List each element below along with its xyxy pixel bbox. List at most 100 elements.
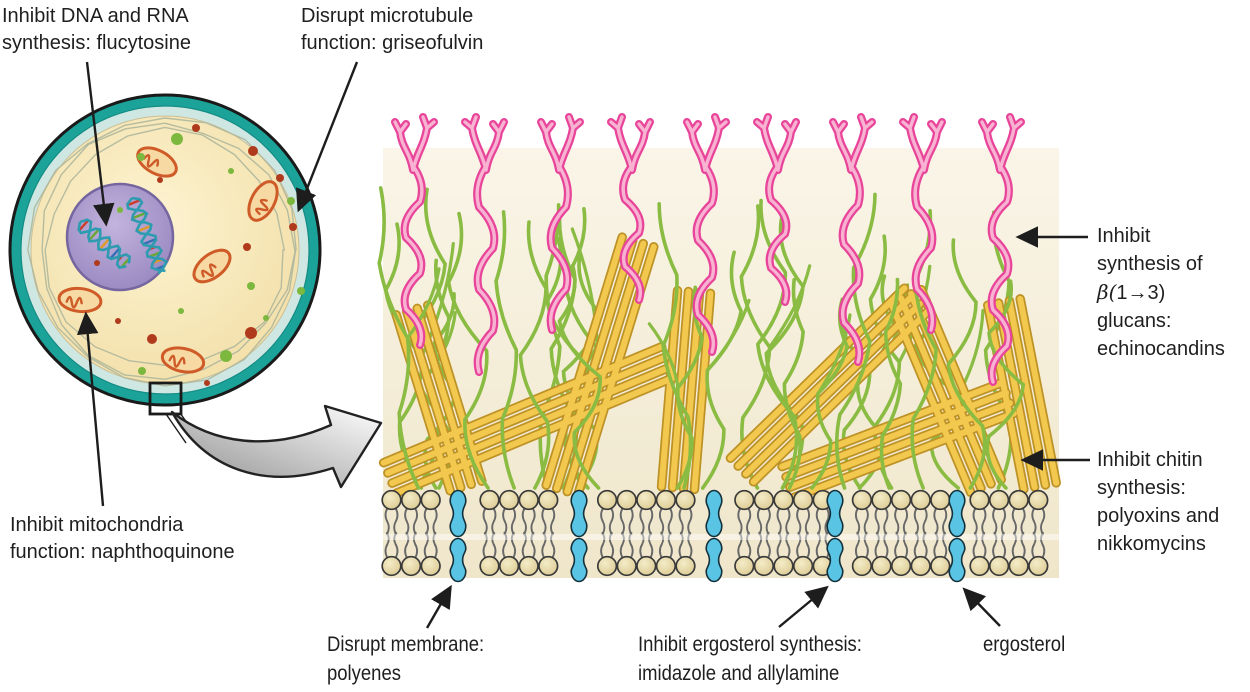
label-ergosterol-synthesis: Inhibit ergosterol synthesis: imidazole … xyxy=(638,630,862,688)
mannoprotein-highlight xyxy=(980,115,1023,384)
ergosterol-molecule xyxy=(948,537,966,583)
chitin-rod xyxy=(897,295,984,492)
lipid-tail xyxy=(521,531,536,559)
lipid-head xyxy=(930,555,951,577)
lipid-tail xyxy=(1031,531,1046,559)
mannoprotein-highlight xyxy=(685,115,728,354)
arrow-polyenes xyxy=(425,584,452,629)
label-ergosterol: ergosterol xyxy=(983,630,1065,659)
lipid-head xyxy=(1028,489,1049,511)
granule-red xyxy=(243,243,251,251)
lipid-head xyxy=(871,555,892,577)
mannoprotein-highlight xyxy=(609,115,652,302)
lipid-head xyxy=(479,555,500,577)
lipid-head xyxy=(1028,555,1049,577)
label-line: Inhibit DNA and RNA xyxy=(2,5,189,27)
lipid-head xyxy=(616,489,637,511)
lipid-head xyxy=(1008,489,1029,511)
lipid-head xyxy=(400,555,422,577)
granule-red xyxy=(157,177,163,183)
glucan-strand xyxy=(834,192,877,490)
label-line: Inhibit chitin xyxy=(1097,449,1203,471)
dna-rung xyxy=(109,247,121,259)
lipid-tail xyxy=(796,531,811,559)
chitin-rod xyxy=(389,364,674,487)
nucleus xyxy=(65,182,175,292)
lipid-head xyxy=(773,489,794,511)
lipid-head xyxy=(851,489,873,511)
dna-rung xyxy=(143,238,156,246)
lipid-tail xyxy=(913,507,928,536)
dna-rung xyxy=(88,228,100,241)
label-naphthoquinone: Inhibit mitochondria function: naphthoqu… xyxy=(10,512,235,566)
lipid-tail xyxy=(658,507,673,536)
ergosterol-molecule xyxy=(705,489,723,538)
dna-helices xyxy=(77,196,168,275)
label-line: polyoxins and xyxy=(1097,505,1220,527)
label-line: polyenes xyxy=(327,662,401,685)
lipid-head xyxy=(518,555,539,577)
microtubule-ring xyxy=(27,117,297,387)
label-flucytosine: Inhibit DNA and RNA synthesis: flucytosi… xyxy=(2,3,191,57)
magnifier-square xyxy=(148,381,183,416)
chitin-microfibrils xyxy=(378,232,1061,503)
arrow-griseofulvin xyxy=(296,61,359,213)
lipid-head xyxy=(538,555,559,577)
arrow-ergosterol-synthesis xyxy=(778,585,829,628)
lipid-tail xyxy=(384,507,399,536)
lipid-tail xyxy=(404,507,419,536)
lipid-tail xyxy=(737,507,752,536)
granule-red xyxy=(94,260,100,266)
dna-helix xyxy=(77,218,131,270)
label-line: β(1→3) xyxy=(1097,280,1166,304)
label-line: Disrupt microtubule xyxy=(301,5,474,27)
chitin-rod xyxy=(887,299,974,496)
chitin-rod xyxy=(783,389,1010,480)
mitochondrion xyxy=(136,146,178,178)
glucan-strand xyxy=(557,263,602,490)
dna-rung xyxy=(127,199,141,207)
lipid-head xyxy=(596,489,618,511)
granule-red xyxy=(115,318,121,324)
lipid-head xyxy=(420,489,441,511)
chitin-rod xyxy=(380,343,665,466)
granule-green xyxy=(220,350,232,362)
lipid-tail xyxy=(384,531,399,559)
label-line: synthesis: xyxy=(1097,477,1186,499)
lipid-tail xyxy=(992,507,1007,536)
chitin-rod xyxy=(384,353,669,476)
granule-green xyxy=(287,197,295,205)
label-line: synthesis of xyxy=(1097,253,1203,275)
lipid-tail xyxy=(600,531,615,559)
lipid-head xyxy=(988,555,1010,577)
lipid-tail xyxy=(756,531,771,559)
lipid-tail xyxy=(776,531,791,559)
cell-wall-detail-panel xyxy=(377,113,1061,583)
glucan-branch xyxy=(647,322,680,390)
glucan-strand xyxy=(946,238,987,490)
mannoprotein-highlight xyxy=(463,115,506,374)
mannoprotein-highlight xyxy=(755,115,798,304)
dna-rung xyxy=(137,224,152,233)
glucan-branch xyxy=(705,298,751,372)
lipid-tail xyxy=(933,507,948,536)
lipid-tail xyxy=(1011,507,1026,536)
label-echinocandins: Inhibit synthesis of β(1→3) glucans: ech… xyxy=(1097,222,1225,363)
lipid-head xyxy=(538,489,559,511)
label-line: function: naphthoquinone xyxy=(10,541,235,563)
arrow-flucytosine xyxy=(85,61,115,227)
chitin-rod xyxy=(779,379,1006,470)
lipid-tail xyxy=(482,507,497,536)
microtubule-squiggles xyxy=(27,117,297,387)
ergosterol-molecule xyxy=(570,537,588,583)
glucan-strand xyxy=(879,277,903,490)
glucan-branch xyxy=(406,267,441,340)
label-line: synthesis: flucytosine xyxy=(2,32,191,54)
lipid-tail xyxy=(913,531,928,559)
lipid-head xyxy=(498,555,520,577)
lipid-head xyxy=(400,489,422,511)
granule-red xyxy=(204,380,210,386)
lipid-tail xyxy=(854,507,869,536)
dna-rung xyxy=(149,251,161,258)
